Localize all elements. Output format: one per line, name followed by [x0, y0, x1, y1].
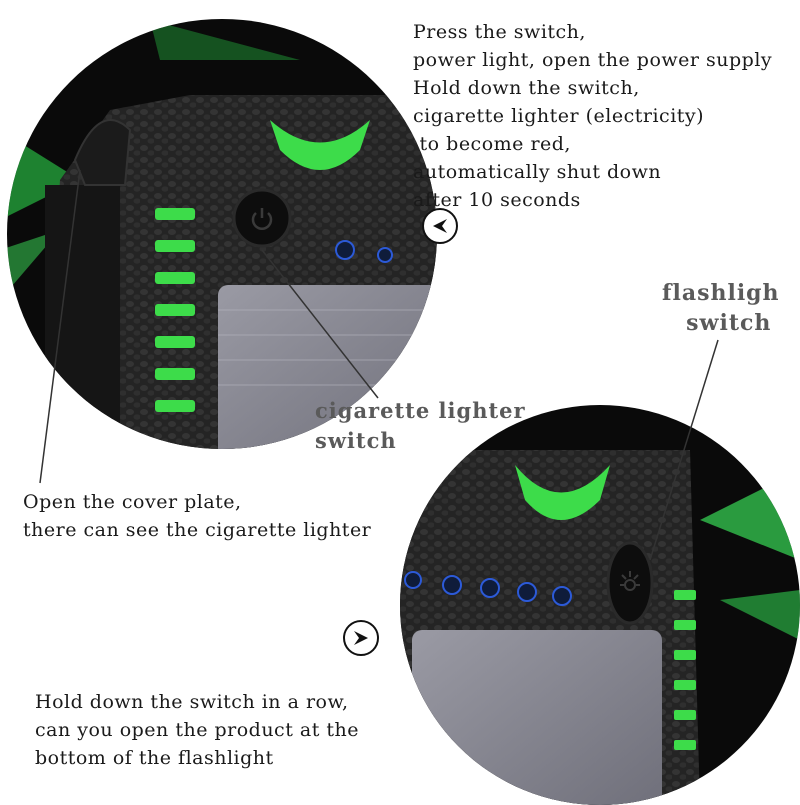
label-line: switch — [686, 310, 772, 336]
cover-plate-caption: Open the cover plate, there can see the … — [23, 488, 371, 544]
caption-line: there can see the cigarette lighter — [23, 519, 372, 541]
power-icon — [248, 204, 276, 232]
cigarette-lighter-switch-label: cigarette lighter switch — [315, 396, 526, 456]
caption-line: Open the cover plate, — [23, 491, 242, 513]
caption-line: Hold down the switch in a row, — [35, 691, 349, 713]
power-switch-caption: Press the switch, power light, open the … — [413, 18, 772, 214]
caption-line: Press the switch, — [413, 21, 586, 43]
flashlight-switch-label: flashligh switch — [662, 278, 780, 338]
caption-line: Hold down the switch, — [413, 77, 640, 99]
label-line: cigarette lighter — [315, 398, 526, 423]
caption-line: power light, open the power supply — [413, 49, 773, 71]
label-line: flashligh — [662, 280, 780, 306]
caption-line: bottom of the flashlight — [35, 747, 274, 769]
caption-line: after 10 seconds — [413, 189, 581, 211]
flashlight-icon — [618, 565, 642, 601]
caption-line: automatically shut down — [413, 161, 662, 183]
flashlight-caption: Hold down the switch in a row, can you o… — [35, 688, 359, 772]
caption-line: cigarette lighter (electricity) — [413, 105, 705, 127]
arrow-right-circle-icon — [343, 620, 379, 656]
caption-line: can you open the product at the — [35, 719, 359, 741]
label-line: switch — [315, 428, 397, 453]
caption-line: to become red, — [413, 133, 571, 155]
arrow-left-circle-icon — [422, 208, 458, 244]
